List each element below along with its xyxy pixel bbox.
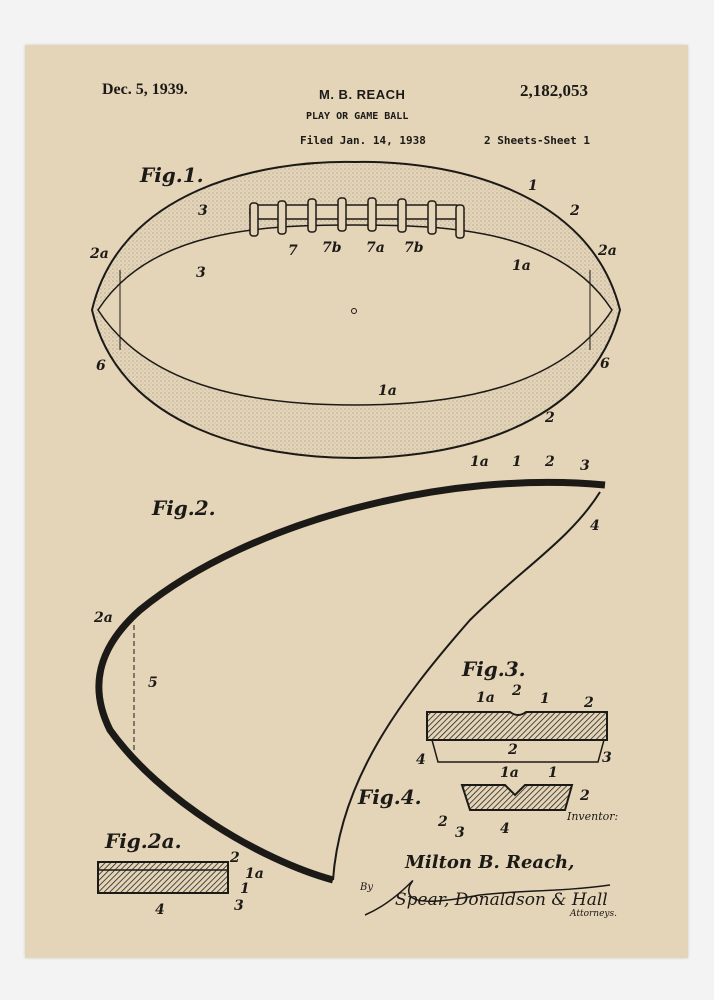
patent-title: PLAY OR GAME BALL xyxy=(306,111,409,122)
reference-numeral: 4 xyxy=(500,821,510,837)
filed-date: Filed Jan. 14, 1938 xyxy=(300,134,426,147)
reference-numeral: 2 xyxy=(511,683,522,699)
reference-numeral: 3 xyxy=(455,825,465,841)
reference-numeral: 4 xyxy=(155,902,165,918)
reference-numeral: 1a xyxy=(470,454,489,470)
reference-numeral: 6 xyxy=(96,358,106,374)
reference-numeral: 6 xyxy=(600,356,610,372)
reference-numeral: 1a xyxy=(245,866,264,882)
reference-numeral: 2 xyxy=(544,410,555,426)
reference-numeral: 2 xyxy=(544,454,555,470)
reference-numeral: 3 xyxy=(580,458,590,474)
patent-date: Dec. 5, 1939. xyxy=(102,81,188,98)
reference-numeral: 3 xyxy=(602,750,612,766)
reference-numeral: 1 xyxy=(528,178,538,194)
by-label: By xyxy=(359,882,373,893)
reference-numeral: 7a xyxy=(366,240,385,256)
reference-numeral: 5 xyxy=(148,675,158,691)
figure-label: Fig.1. xyxy=(139,163,204,187)
reference-numeral: 3 xyxy=(196,265,206,281)
reference-numeral: 2a xyxy=(89,246,109,262)
reference-numeral: 2 xyxy=(507,742,518,758)
attorney-signature-stroke xyxy=(364,880,611,916)
reference-numeral: 2a xyxy=(597,243,617,259)
reference-numeral: 1a xyxy=(476,690,495,706)
reference-numeral: 2 xyxy=(437,814,448,830)
reference-numeral: 1 xyxy=(540,691,550,707)
inventor-signature: Milton B. Reach, xyxy=(404,852,574,873)
ball-section-figure-2 xyxy=(95,478,606,884)
reference-numeral: 1a xyxy=(500,765,519,781)
reference-numeral: 4 xyxy=(590,518,600,534)
football-figure-1 xyxy=(90,160,622,460)
reference-numeral: 1a xyxy=(512,258,531,274)
inventor-name: M. B. REACH xyxy=(319,87,406,102)
reference-numeral: 3 xyxy=(234,898,244,914)
reference-numeral: 7 xyxy=(288,243,298,259)
reference-numeral: 1 xyxy=(512,454,522,470)
inventor-label: Inventor: xyxy=(566,810,618,823)
reference-numeral: 2 xyxy=(229,850,240,866)
reference-numeral: 4 xyxy=(416,752,426,768)
patent-number: 2,182,053 xyxy=(520,81,588,100)
reference-numeral: 7b xyxy=(322,240,342,256)
reference-numeral: 3 xyxy=(198,203,208,219)
laces xyxy=(249,197,465,239)
reference-numeral: 1 xyxy=(240,881,250,897)
cross-section-figure-2a xyxy=(97,861,229,894)
reference-numeral: 1 xyxy=(548,765,558,781)
reference-numeral: 2 xyxy=(579,788,590,804)
reference-numeral: 2a xyxy=(93,610,113,626)
reference-numeral: 2 xyxy=(583,695,594,711)
sheet-count: 2 Sheets-Sheet 1 xyxy=(484,134,590,147)
cross-section-figure-4 xyxy=(460,784,574,811)
figure-label: Fig.3. xyxy=(461,657,526,681)
cross-section-figure-3 xyxy=(426,711,608,763)
reference-numeral: 2 xyxy=(569,203,580,219)
attorneys-signature: Spear, Donaldson & Hall xyxy=(395,890,608,910)
figure-label: Fig.4. xyxy=(357,785,422,809)
reference-numeral: 7b xyxy=(404,240,424,256)
figure-label: Fig.2. xyxy=(151,496,216,520)
reference-numeral: 1a xyxy=(378,383,397,399)
attorneys-label: Attorneys. xyxy=(569,909,617,919)
figure-label: Fig.2a. xyxy=(104,829,182,853)
